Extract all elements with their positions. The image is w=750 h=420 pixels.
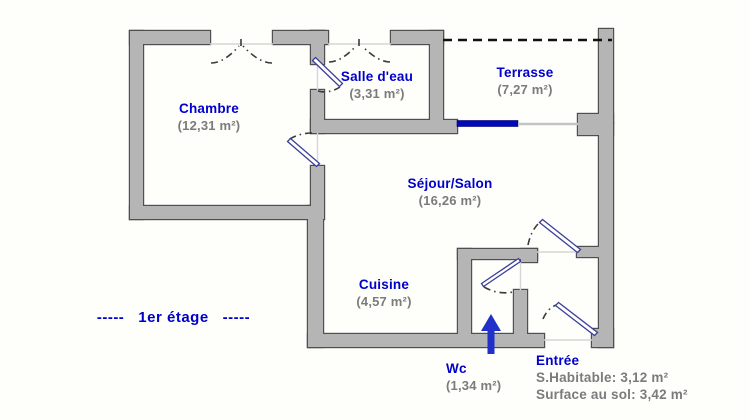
room-name: Chambre	[179, 101, 239, 116]
room-name: Entrée	[536, 353, 580, 368]
room-area: (12,31 m²)	[177, 118, 241, 133]
room-area: (3,31 m²)	[349, 86, 405, 101]
wc-arrow	[481, 314, 501, 354]
room-name: Wc	[446, 361, 467, 376]
room-label-cuisine: Cuisine (4,57 m²)	[314, 276, 454, 310]
room-label-terrasse: Terrasse (7,27 m²)	[455, 64, 595, 98]
door-leaves	[286, 56, 599, 337]
floor-level-label: ----- 1er étage -----	[96, 309, 251, 326]
room-label-salle-deau: Salle d'eau (3,31 m²)	[307, 68, 447, 102]
room-area: (4,57 m²)	[356, 294, 412, 309]
room-name: Séjour/Salon	[407, 176, 493, 191]
habitable-surface-text: S.Habitable: 3,12 m²	[536, 370, 669, 385]
opening-guide-lines	[210, 43, 592, 341]
room-area: (16,26 m²)	[418, 193, 482, 208]
room-area: (7,27 m²)	[497, 82, 553, 97]
floor-surface-text: Surface au sol: 3,42 m²	[536, 387, 688, 402]
room-label-wc: Wc (1,34 m²)	[446, 360, 556, 394]
room-area: (1,34 m²)	[446, 378, 502, 393]
room-name: Cuisine	[358, 277, 410, 292]
room-name: Salle d'eau	[340, 69, 414, 84]
room-label-entree: Entrée S.Habitable: 3,12 m² Surface au s…	[536, 352, 746, 403]
room-name: Terrasse	[496, 65, 554, 80]
bay-window	[456, 120, 578, 127]
room-label-chambre: Chambre (12,31 m²)	[129, 100, 289, 134]
french-window-arcs	[210, 39, 391, 64]
room-label-sejour-salon: Séjour/Salon (16,26 m²)	[370, 175, 530, 209]
